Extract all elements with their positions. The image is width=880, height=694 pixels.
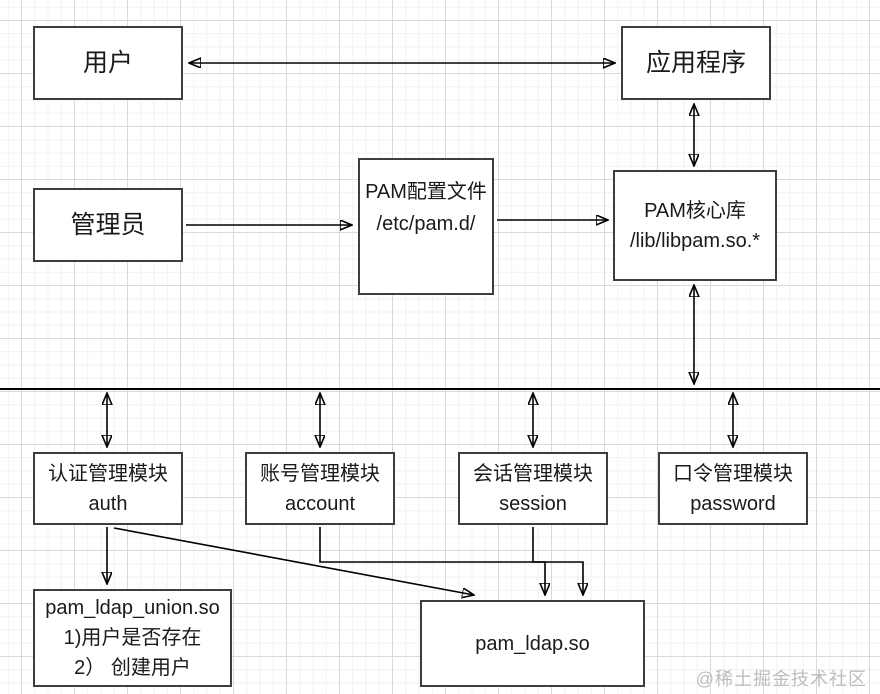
node-pam-core-library: PAM核心库 /lib/libpam.so.* (613, 170, 777, 281)
edge-account-ldap (319, 527, 545, 595)
node-pam-ldap: pam_ldap.so (420, 600, 645, 687)
node-session-title: 会话管理模块 (473, 462, 593, 485)
node-auth-title: 认证管理模块 (48, 462, 168, 485)
node-pam-ldap-union: pam_ldap_union.so 1)用户是否存在 2） 创建用户 (33, 589, 232, 687)
node-administrator: 管理员 (33, 188, 183, 262)
node-auth-module: 认证管理模块 auth (33, 452, 183, 525)
node-pam-config-path: /etc/pam.d/ (376, 213, 476, 235)
node-pam-core-title: PAM核心库 (644, 199, 746, 222)
node-application: 应用程序 (621, 26, 771, 100)
node-auth-keyword: auth (88, 492, 128, 515)
node-pam-config-title: PAM配置文件 (365, 181, 487, 203)
edge-auth-ldap (113, 527, 474, 595)
node-pam-ldap-union-item1: 1)用户是否存在 (63, 627, 202, 649)
node-account-keyword: account (284, 492, 356, 515)
node-account-title: 账号管理模块 (260, 462, 380, 485)
node-pam-ldap-union-name: pam_ldap_union.so (45, 597, 220, 619)
node-pam-ldap-union-item2: 2） 创建用户 (74, 657, 191, 679)
edge-session-ldap (532, 527, 583, 595)
node-session-keyword: session (499, 492, 567, 515)
node-pam-ldap-name: pam_ldap.so (475, 632, 590, 655)
node-session-module: 会话管理模块 session (458, 452, 608, 525)
node-application-label: 应用程序 (645, 49, 746, 77)
node-password-module: 口令管理模块 password (658, 452, 808, 525)
node-pam-config-file: PAM配置文件 /etc/pam.d/ (358, 158, 494, 295)
node-administrator-label: 管理员 (70, 211, 146, 239)
node-pam-core-path: /lib/libpam.so.* (629, 229, 761, 252)
node-password-title: 口令管理模块 (673, 462, 793, 485)
node-password-keyword: password (690, 492, 776, 515)
node-user-label: 用户 (82, 49, 133, 77)
node-user: 用户 (33, 26, 183, 100)
watermark-text: @稀土掘金技术社区 (695, 669, 867, 689)
node-account-module: 账号管理模块 account (245, 452, 395, 525)
